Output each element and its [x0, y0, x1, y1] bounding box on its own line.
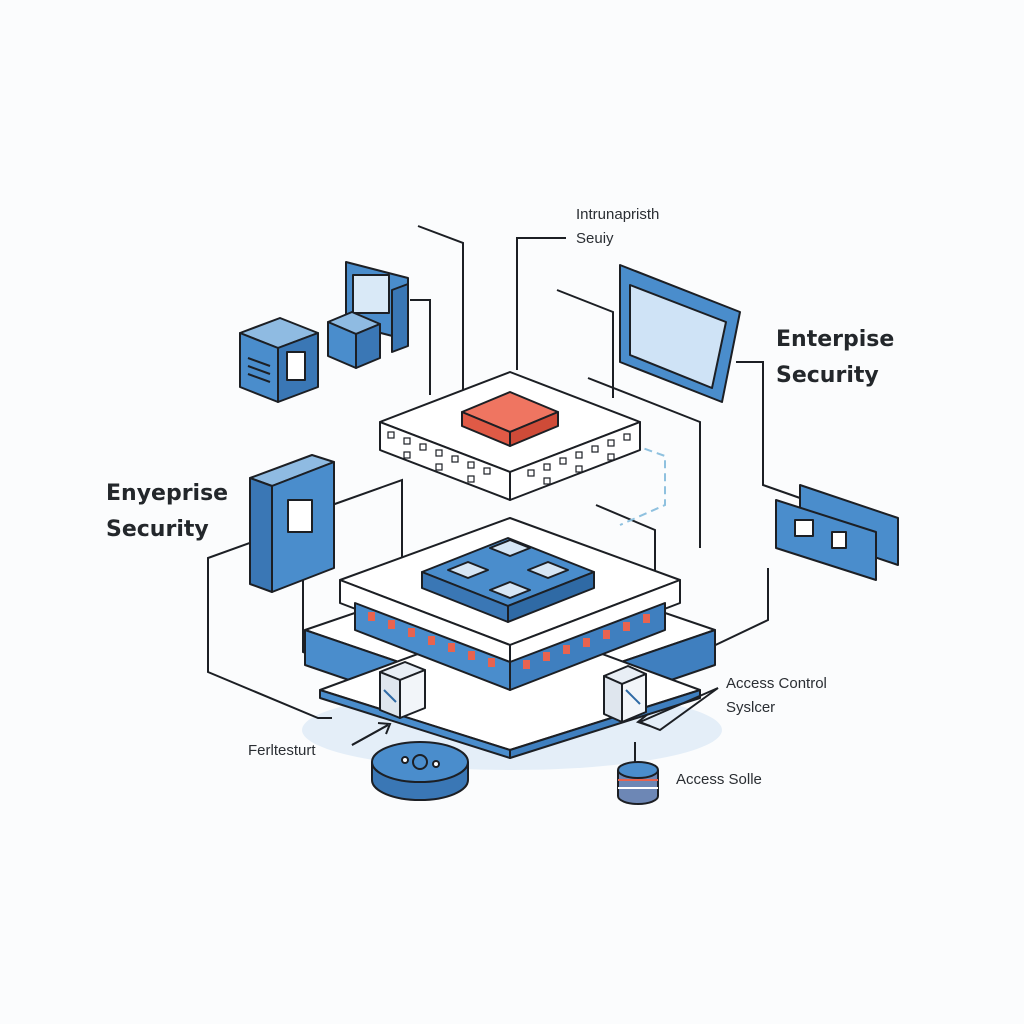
label-left-heading: Enyeprise Security [106, 481, 229, 542]
central-processor-icon [421, 537, 595, 623]
label-bottom-left: Ferltesturt [248, 742, 316, 759]
label-top-center: Intrunapristh Seuiy [576, 206, 660, 247]
card-reader-icon [775, 484, 899, 581]
server-box-icon [239, 317, 319, 403]
arrows [351, 687, 719, 746]
connector-card-reader [704, 568, 769, 651]
network-hub-icon [379, 661, 426, 719]
database-icon [371, 741, 469, 801]
core-module-icon [461, 391, 559, 447]
monitor-icon [619, 264, 741, 403]
storage-stack-icon [617, 761, 659, 805]
access-switch-icon [603, 665, 647, 723]
wall-panel-icon [249, 454, 335, 593]
label-access-control: Access Control Syslcer [726, 675, 827, 716]
connector-top-left [417, 225, 464, 396]
connector-mid-right [587, 377, 701, 548]
label-bottom-right: Access Solle [676, 771, 762, 788]
connector-right-panel [736, 361, 801, 499]
dashed-connector [619, 439, 666, 526]
label-right-heading: Enterpise Security [776, 327, 895, 388]
connector-top-label [516, 237, 566, 370]
connector-monitor [556, 289, 614, 398]
connector-left-panel [207, 539, 332, 719]
connector-device-left [410, 299, 431, 395]
platform-vents [368, 612, 650, 669]
upper-platform-windows [387, 431, 631, 485]
workstation-icon [327, 261, 409, 369]
